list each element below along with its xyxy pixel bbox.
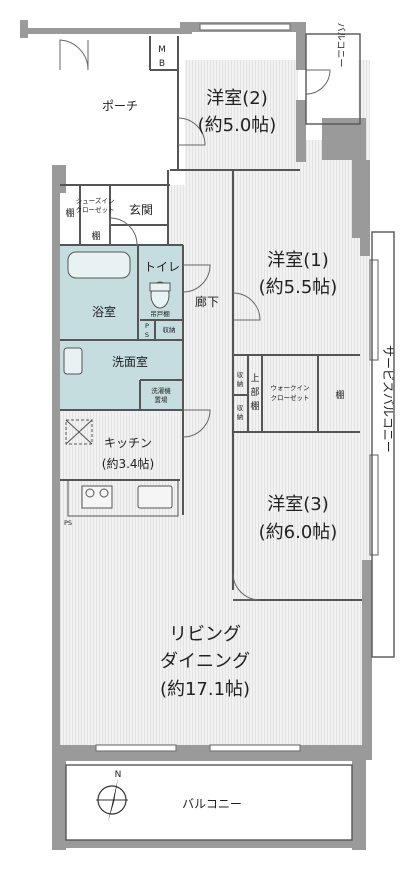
wash-basin xyxy=(63,347,83,375)
shoes-in-closet-line1: シューズイン xyxy=(76,196,115,205)
western-room-3-size: (約6.0帖) xyxy=(259,522,338,543)
toilet-storage-label: 収納 xyxy=(163,325,176,334)
kitchen-size: (約3.4帖) xyxy=(102,456,154,471)
toilet-label: トイレ xyxy=(144,260,180,274)
room-labels: 洋室(2) (約5.0帖) 洋室(1) (約5.5帖) 洋室(3) (約6.0帖… xyxy=(92,23,395,811)
western-room-1-name: 洋室(1) xyxy=(267,250,329,271)
washer-space-line2: 置場 xyxy=(155,395,169,404)
meter-box-b: B xyxy=(159,59,165,69)
compass: N xyxy=(96,770,128,822)
storage-labels: M B 棚 棚 棚 シューズイン クローゼット ウォークイン クローゼット 上 … xyxy=(64,45,345,527)
entrance-label: 玄関 xyxy=(129,202,153,217)
western-room-3-name: 洋室(3) xyxy=(267,494,329,515)
corridor-label: 廊下 xyxy=(195,294,219,309)
toilet-hanging-shelf-label: 吊戸棚 xyxy=(150,309,170,318)
compass-needle-icon xyxy=(108,778,118,822)
compass-north-label: N xyxy=(115,770,122,780)
western-room-2-size: (約5.0帖) xyxy=(198,115,277,136)
western-room-1-size: (約5.5帖) xyxy=(259,277,338,298)
balcony-main-label: バルコニー xyxy=(182,797,242,811)
stove xyxy=(81,485,113,509)
shoes-in-closet-line2: クローゼット xyxy=(76,205,115,214)
meter-box-m: M xyxy=(158,45,166,55)
closet-2-b: 納 xyxy=(237,412,244,421)
pipe-shaft-2: PS xyxy=(64,519,72,527)
shelf-label-1: 棚 xyxy=(65,207,74,219)
fixtures xyxy=(63,251,179,517)
closet-2-a: 収 xyxy=(237,404,244,412)
living-name-line2: ダイニング xyxy=(160,651,250,672)
shelf-label-2: 棚 xyxy=(91,230,100,242)
pipe-shaft-1-p: P xyxy=(145,322,149,330)
porch-label: ポーチ xyxy=(102,99,138,113)
outer-walls xyxy=(20,20,372,850)
pipe-shaft-1-s: S xyxy=(145,331,149,339)
bathroom-label: 浴室 xyxy=(92,304,116,319)
living-size: (約17.1帖) xyxy=(160,679,250,700)
upper-shelf-2: 部 xyxy=(250,386,259,398)
shelf-label-3: 棚 xyxy=(335,389,344,401)
western-room-2-name: 洋室(2) xyxy=(206,88,268,109)
service-balcony-label: サービスバルコニー xyxy=(381,345,395,453)
railings xyxy=(65,33,395,841)
kitchen-sink xyxy=(137,485,173,509)
upper-shelf-1: 上 xyxy=(250,373,259,384)
washer-space-line1: 洗濯機 xyxy=(151,386,171,395)
walk-in-closet-line2: クローゼット xyxy=(271,393,310,402)
closet-1-b: 納 xyxy=(237,379,244,388)
bathtub xyxy=(67,251,131,279)
upper-shelf-3: 棚 xyxy=(250,400,259,412)
closet-1-a: 収 xyxy=(237,371,244,379)
doors xyxy=(59,39,331,601)
kitchen-name: キッチン xyxy=(104,436,152,450)
windows xyxy=(95,23,379,752)
balcony-small-label: バルコニー xyxy=(335,23,346,68)
walk-in-closet-line1: ウォークイン xyxy=(271,384,310,392)
washroom-label: 洗面室 xyxy=(112,354,148,369)
living-name-line1: リビング xyxy=(169,624,241,645)
